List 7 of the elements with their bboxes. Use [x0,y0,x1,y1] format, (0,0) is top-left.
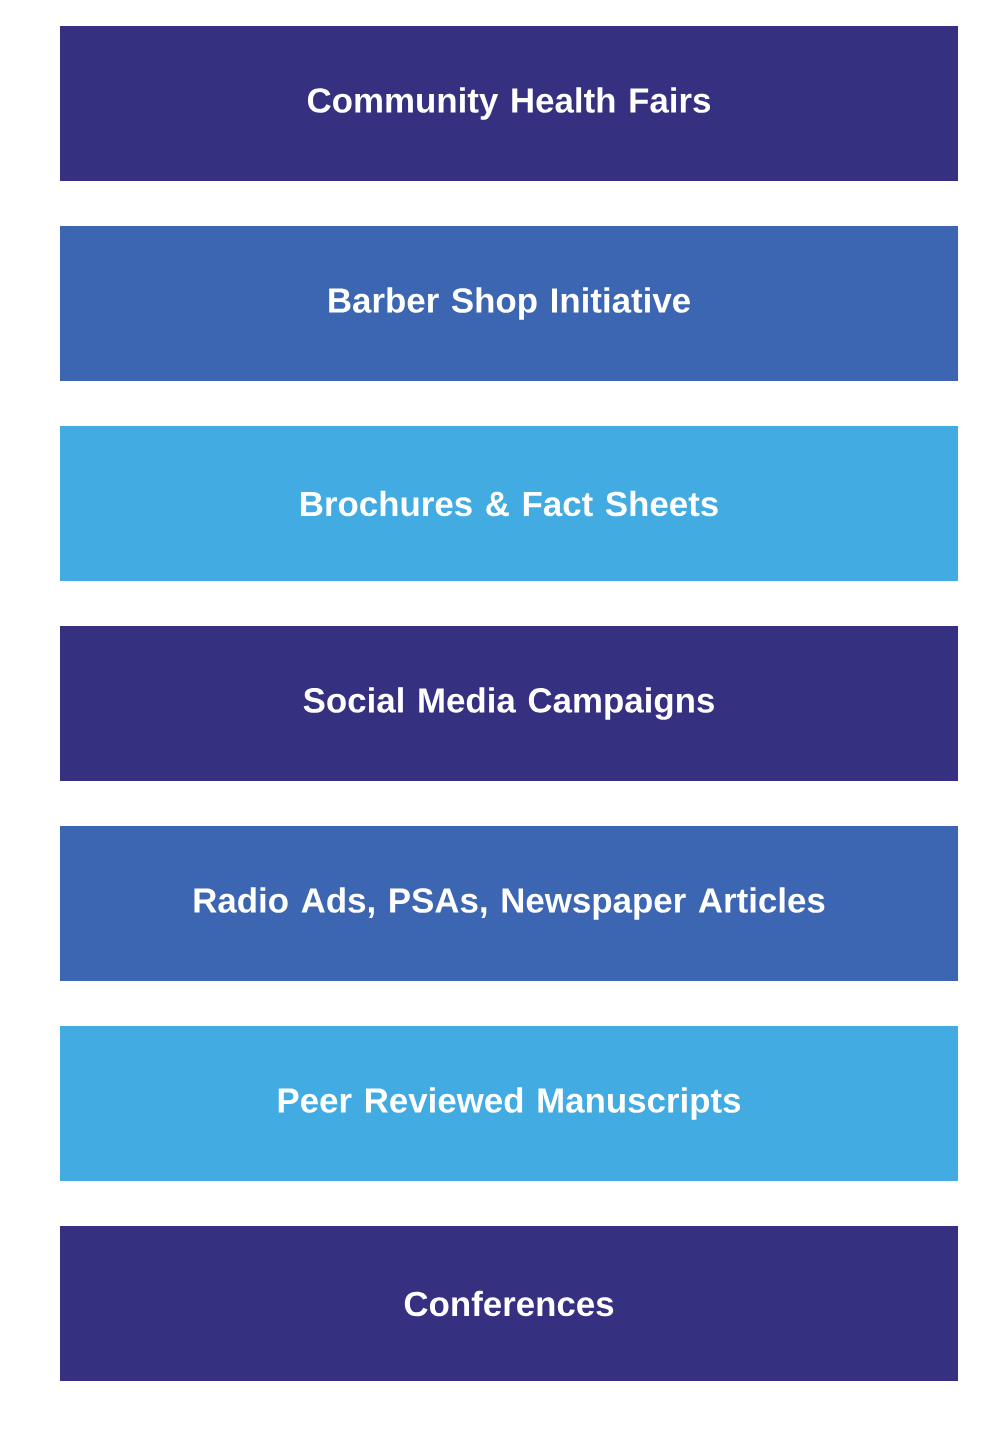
category-box: Conferences [60,1226,958,1381]
category-box: Peer Reviewed Manuscripts [60,1026,958,1181]
category-box: Social Media Campaigns [60,626,958,781]
category-box: Brochures & Fact Sheets [60,426,958,581]
category-box: Radio Ads, PSAs, Newspaper Articles [60,826,958,981]
category-box: Barber Shop Initiative [60,226,958,381]
category-box: Community Health Fairs [60,26,958,181]
